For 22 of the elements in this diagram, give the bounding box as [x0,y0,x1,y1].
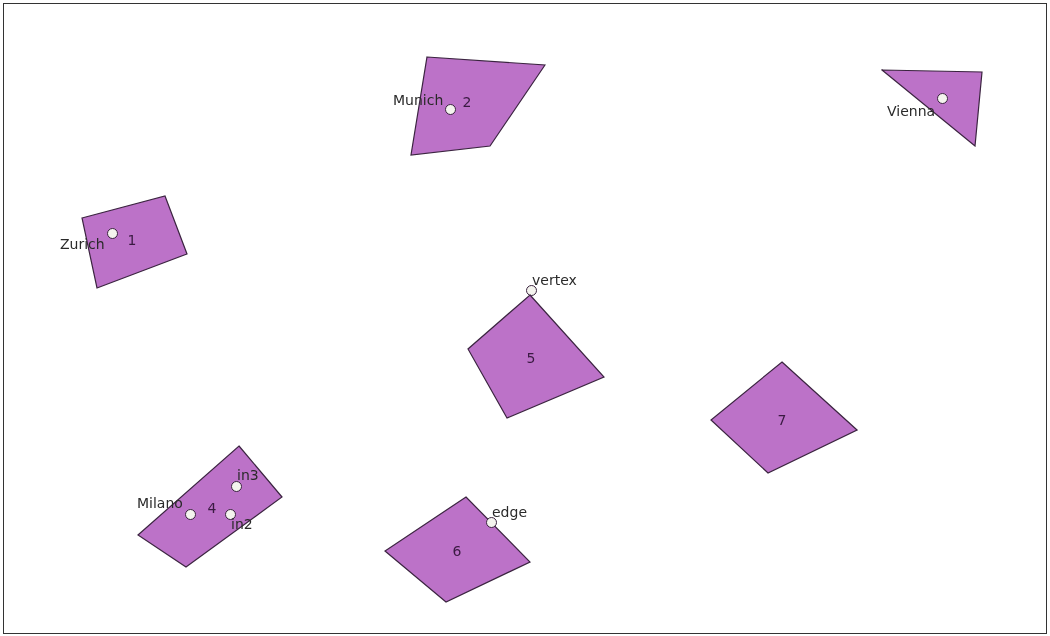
polygon-number: 4 [207,501,217,515]
point-marker [444,103,456,115]
polygon-area [137,445,283,568]
polygon-area [384,496,531,603]
polygon-area [467,294,605,419]
polygon-number: 5 [526,351,536,365]
polygon-number: 6 [452,544,462,558]
point-label: vertex [532,271,577,289]
point-label: edge [492,503,527,521]
point-marker [230,480,242,492]
polygon-area [710,361,858,474]
point-marker [525,284,537,296]
point-marker [106,227,118,239]
point-marker [936,92,948,104]
polygon-number: 1 [127,233,137,247]
polygon-number: 2 [462,95,472,109]
polygon-number: 7 [777,413,787,427]
point-marker [184,508,196,520]
triangle-polygon [881,69,983,147]
point-marker [224,508,236,520]
point-label: in3 [237,466,259,484]
point-label: Vienna [887,102,936,120]
